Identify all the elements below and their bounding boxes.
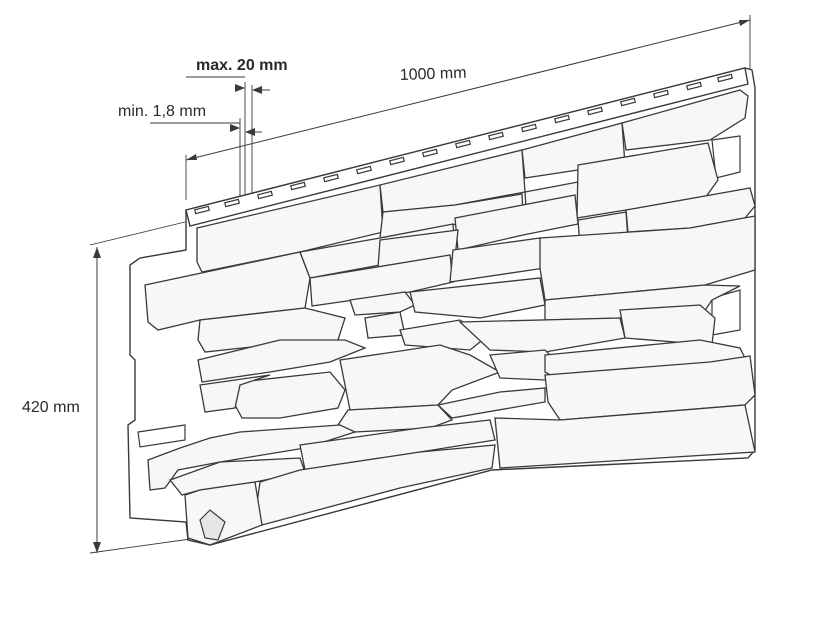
stones <box>144 89 756 546</box>
height-label: 420 mm <box>22 399 80 416</box>
stone <box>494 404 756 469</box>
height-arrow-top <box>93 247 101 258</box>
nail-slots <box>193 73 734 215</box>
nail-slot <box>487 131 505 141</box>
stone <box>399 319 487 351</box>
nailing-strip <box>185 67 749 227</box>
stone <box>539 215 756 301</box>
nail-slot <box>685 81 703 91</box>
stone <box>409 277 546 319</box>
nail-slot <box>454 139 472 149</box>
max-gap-label: max. 20 mm <box>196 57 288 74</box>
thickness-arrow-left <box>230 124 240 132</box>
dimension-lines <box>89 15 751 554</box>
nail-slot <box>619 97 637 107</box>
stone <box>199 374 271 413</box>
gap-arrow-right <box>252 86 262 94</box>
stone <box>436 387 546 419</box>
stone <box>544 355 756 421</box>
nail-slot <box>289 181 307 191</box>
nail-slot <box>322 173 340 183</box>
nail-slot <box>256 190 274 200</box>
stone-panel <box>127 67 756 546</box>
height-arrow-bottom <box>93 542 101 553</box>
width-dimension-line <box>185 19 751 161</box>
stone <box>197 339 367 383</box>
nail-slot <box>193 205 211 215</box>
stone <box>379 149 526 213</box>
thickness-arrow-right <box>245 128 255 136</box>
gap-arrow-left <box>235 84 245 92</box>
stone <box>147 424 357 491</box>
nail-slot <box>520 123 538 133</box>
stone <box>184 481 263 546</box>
stone <box>379 193 524 239</box>
nail-slot <box>223 198 241 208</box>
width-arrow-left <box>186 154 197 160</box>
nail-slot <box>586 106 604 116</box>
nail-slot <box>355 165 373 175</box>
nail-slot <box>716 73 734 83</box>
nail-slot <box>388 156 406 166</box>
min-thickness-label: min. 1,8 mm <box>118 103 206 120</box>
stone <box>621 89 749 151</box>
stone <box>349 291 417 316</box>
nail-slot <box>553 114 571 124</box>
stone <box>339 344 502 411</box>
stone <box>309 254 454 307</box>
stone <box>619 304 716 346</box>
width-label: 1000 mm <box>400 65 467 84</box>
height-extension-bottom <box>89 536 206 554</box>
width-arrow-right <box>739 20 750 26</box>
stone <box>458 317 626 353</box>
stone <box>454 194 579 251</box>
stone-shadow <box>199 509 226 541</box>
nail-slot <box>652 89 670 99</box>
height-extension-top <box>89 221 186 246</box>
left-notch <box>137 424 186 448</box>
nail-slot <box>421 148 439 158</box>
stone <box>234 371 346 419</box>
